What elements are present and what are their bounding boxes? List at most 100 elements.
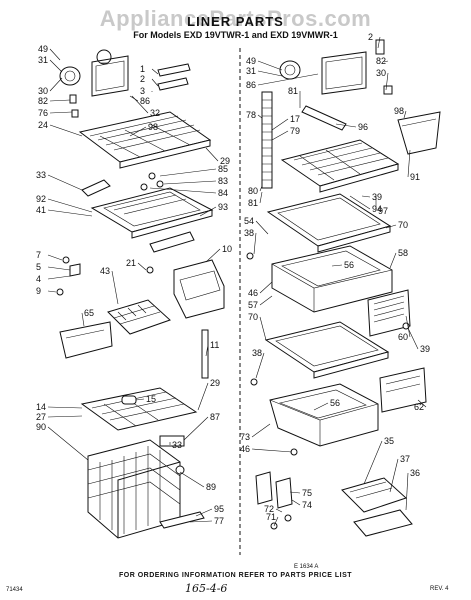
- callout-label: 17: [290, 114, 300, 124]
- callout-leader-line: [417, 399, 427, 408]
- fresh-light-housing-part: [321, 51, 367, 95]
- callout-label: 24: [38, 120, 48, 130]
- glass-shelf-upper-part: [266, 193, 392, 253]
- callout-label: 57: [248, 300, 258, 310]
- revision: REV. 4: [430, 586, 449, 592]
- callout-label: 49: [246, 56, 256, 66]
- freezer-tray-part: [90, 187, 214, 239]
- callout-label: 46: [240, 444, 250, 454]
- callout-label: 56: [344, 260, 354, 270]
- callout-label: 71: [266, 512, 276, 522]
- light-cover-bar-part: [157, 63, 191, 91]
- callout-leader-line: [257, 114, 263, 119]
- callout-label: 93: [218, 202, 228, 212]
- callout-label: 90: [36, 422, 46, 432]
- callout-label: 70: [248, 312, 258, 322]
- callout-leader-line: [149, 187, 217, 194]
- diagram-subtitle: For Models EXD 19VTWR-1 and EXD 19VMWR-1: [133, 30, 338, 40]
- callout-label: 92: [36, 194, 46, 204]
- callout-label: 54: [244, 216, 254, 226]
- callout-leader-line: [255, 352, 265, 379]
- bar-part: [201, 329, 209, 379]
- callout-label: 1: [140, 64, 145, 74]
- callout-leader-line: [205, 344, 209, 357]
- callout-label: 82: [376, 56, 386, 66]
- callout-leader-line: [389, 252, 397, 269]
- callout-leader-line: [363, 440, 383, 485]
- callout-leader-line: [47, 406, 83, 409]
- ice-tray-part: [107, 299, 171, 335]
- callout-leader-line: [361, 195, 371, 198]
- callout-label: 65: [84, 308, 94, 318]
- callout-label: 29: [220, 156, 230, 166]
- slide-rail-part: [81, 179, 111, 197]
- callout-label: 91: [410, 172, 420, 182]
- callout-leader-line: [377, 36, 381, 49]
- callout-leader-line: [257, 60, 283, 71]
- callout-leader-line: [47, 209, 93, 217]
- callout-leader-line: [163, 180, 217, 185]
- callout-label: 41: [36, 205, 46, 215]
- callout-leader-line: [383, 60, 389, 63]
- diagram-title: LINER PARTS: [187, 14, 284, 29]
- callout-leader-line: [47, 174, 83, 191]
- callout-label: 14: [36, 402, 46, 412]
- callout-label: 98: [394, 106, 404, 116]
- hinge-brackets-part: [255, 471, 293, 530]
- callout-leader-line: [385, 72, 389, 91]
- callout-label: 31: [246, 66, 256, 76]
- callout-label: 15: [146, 394, 156, 404]
- callout-label: 5: [36, 262, 41, 272]
- callout-leader-line: [129, 126, 147, 137]
- callout-label: 33: [36, 170, 46, 180]
- callout-label: 86: [140, 96, 150, 106]
- callout-label: 75: [302, 488, 312, 498]
- callout-leader-line: [179, 471, 205, 488]
- callout-label: 98: [148, 122, 158, 132]
- screws-part: [56, 256, 154, 296]
- callout-label: 82: [38, 96, 48, 106]
- callout-label: 33: [172, 440, 182, 450]
- drawing-code: E 1634 A: [294, 564, 319, 570]
- callout-label: 39: [420, 344, 430, 354]
- callout-leader-line: [407, 327, 419, 350]
- callout-leader-line: [251, 423, 271, 438]
- callout-leader-line: [49, 77, 63, 92]
- dairy-tray-part: [341, 477, 413, 537]
- fresh-shelf-top-part: [280, 139, 400, 193]
- callout-leader-line: [189, 520, 213, 523]
- freezer-shelf-top-part: [78, 111, 212, 169]
- callout-label: 87: [210, 412, 220, 422]
- callout-label: 4: [36, 274, 41, 284]
- callout-label: 27: [36, 412, 46, 422]
- callout-leader-line: [49, 99, 71, 102]
- callout-label: 2: [368, 32, 373, 42]
- fasteners-part: [140, 172, 164, 191]
- door-bin-part: [59, 321, 113, 359]
- callout-leader-line: [289, 491, 301, 494]
- callout-label: 58: [398, 248, 408, 258]
- callout-leader-line: [183, 416, 209, 441]
- callout-label: 76: [38, 108, 48, 118]
- callout-leader-line: [195, 508, 213, 517]
- callout-label: 10: [222, 244, 232, 254]
- callout-leader-line: [275, 508, 283, 513]
- crisper-drawer-upper-part: [271, 245, 393, 313]
- callout-label: 11: [210, 340, 219, 350]
- freezer-shelf-lower-part: [80, 387, 198, 431]
- handwritten-note: 165-4-6: [185, 582, 228, 595]
- ice-bin-part: [173, 259, 225, 319]
- callout-label: 95: [214, 504, 224, 514]
- ordering-note: FOR ORDERING INFORMATION REFER TO PARTS …: [118, 572, 353, 579]
- callout-label: 56: [330, 398, 340, 408]
- callout-label: 31: [38, 55, 48, 65]
- callout-label: 30: [376, 68, 386, 78]
- callout-leader-line: [197, 382, 209, 411]
- callout-leader-line: [135, 398, 145, 401]
- callout-label: 37: [400, 454, 410, 464]
- callout-leader-line: [257, 73, 319, 86]
- callout-label: 49: [38, 44, 48, 54]
- callout-leader-line: [331, 264, 343, 267]
- callout-leader-line: [257, 70, 283, 77]
- callout-leader-line: [291, 499, 301, 506]
